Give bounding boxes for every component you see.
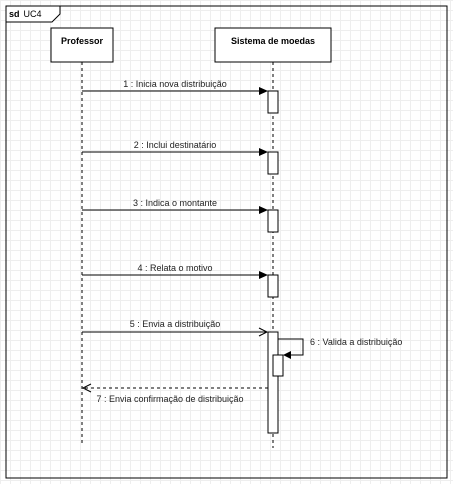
- message-6-arrowhead: [283, 351, 291, 359]
- message-3-arrowhead: [259, 206, 268, 214]
- activation-bar-2: [267, 151, 279, 175]
- frame-tag: [5, 5, 61, 23]
- activation-bar-6: [272, 354, 284, 377]
- message-1-label: 1 : Inicia nova distribuição: [123, 79, 227, 89]
- frame-title: sd UC4: [9, 9, 42, 19]
- message-4-arrowhead: [259, 271, 268, 279]
- message-5-label: 5 : Envia a distribuição: [130, 319, 221, 329]
- frame-border: [5, 5, 448, 479]
- message-7-label: 7 : Envia confirmação de distribuição: [96, 394, 243, 404]
- message-2-label: 2 : Inclui destinatário: [134, 140, 217, 150]
- frame-keyword: sd: [9, 9, 20, 19]
- message-6-label: 6 : Valida a distribuição: [310, 337, 402, 347]
- activation-bar-5: [267, 331, 279, 434]
- frame-name: UC4: [24, 9, 42, 19]
- lifeline-professor-head[interactable]: [50, 27, 114, 63]
- message-4-label: 4 : Relata o motivo: [137, 263, 212, 273]
- message-7-arrowhead: [81, 383, 92, 393]
- message-6-line: [278, 338, 304, 356]
- message-1-arrowhead: [259, 87, 268, 95]
- message-2-arrowhead: [259, 148, 268, 156]
- activation-bar-1: [267, 90, 279, 114]
- lifeline-professor-name: Professor: [61, 36, 104, 46]
- message-3-label: 3 : Indica o montante: [133, 198, 217, 208]
- lifeline-sistema-name: Sistema de moedas: [231, 36, 315, 46]
- message-5-arrowhead: [258, 327, 269, 337]
- activation-bar-3: [267, 209, 279, 233]
- activation-bar-4: [267, 274, 279, 298]
